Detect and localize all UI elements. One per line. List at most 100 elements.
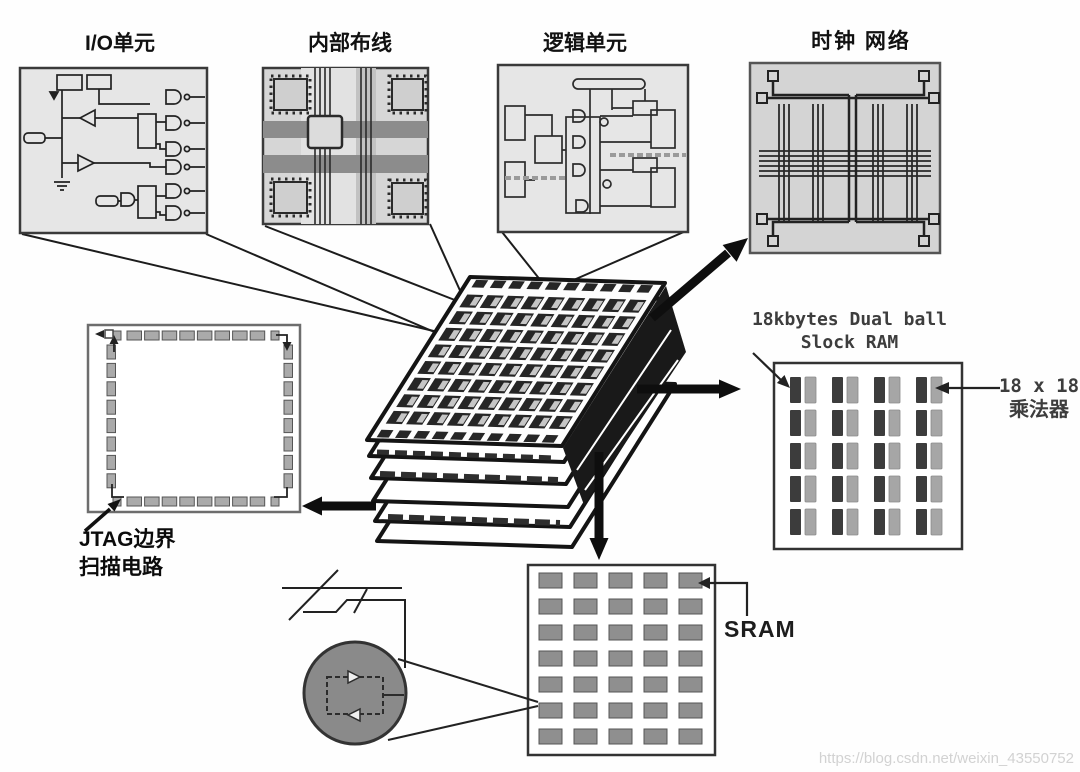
cell (448, 330, 460, 339)
cell (832, 410, 843, 436)
cell (874, 443, 885, 469)
cell (570, 367, 582, 377)
chip-cell-grid (376, 279, 654, 443)
cell (538, 676, 563, 693)
callout-lines (21, 223, 687, 335)
cell (478, 348, 491, 357)
cell (270, 496, 280, 507)
cell (126, 496, 142, 507)
cell (573, 702, 598, 719)
cell (541, 434, 559, 443)
cell (106, 436, 116, 452)
cell (643, 702, 668, 719)
cell (394, 430, 412, 439)
logic-unit-box (496, 63, 690, 234)
cell (457, 381, 470, 390)
cell (283, 399, 293, 415)
cell (608, 650, 633, 667)
cell (508, 280, 525, 289)
cell (591, 334, 603, 344)
cell (888, 475, 901, 503)
cell (832, 476, 843, 502)
label-block-ram-line1: 18kbytes Dual ball (751, 309, 948, 330)
cell (413, 430, 431, 439)
cell (678, 624, 703, 641)
cell (790, 443, 801, 469)
label-multiplier: 18 x 18 乘法器 (993, 374, 1080, 422)
cell (538, 572, 563, 589)
cell (571, 300, 583, 309)
cell (790, 377, 801, 403)
cell (930, 475, 943, 503)
cell (632, 301, 644, 311)
cell (916, 509, 927, 535)
cell (437, 380, 449, 390)
cell (144, 330, 160, 341)
cell (539, 383, 551, 393)
cell (508, 399, 520, 409)
cell (643, 650, 668, 667)
cell (520, 315, 532, 325)
cell (888, 508, 901, 536)
cell (106, 344, 116, 360)
cell (539, 349, 552, 359)
cell (249, 330, 266, 341)
cell (509, 365, 521, 375)
cell (643, 728, 668, 745)
cell (581, 317, 593, 326)
cell (846, 475, 859, 503)
cell (519, 349, 531, 358)
cell (804, 475, 817, 503)
cell (488, 399, 500, 408)
label-logic-unit: 逻辑单元 (543, 32, 627, 55)
cell (106, 454, 116, 470)
cell (478, 381, 490, 391)
cell (790, 509, 801, 535)
cell (471, 279, 489, 288)
cell (161, 496, 178, 507)
cell (846, 409, 859, 437)
cell (888, 442, 901, 470)
flow-arrows (302, 238, 748, 560)
cell (538, 702, 563, 719)
cell (573, 598, 598, 615)
corner-chips (269, 74, 428, 219)
clock-traces (767, 80, 931, 236)
cell (283, 418, 293, 434)
internal-routing-box (261, 66, 430, 226)
clock-pads (756, 70, 940, 247)
cell (550, 333, 562, 342)
cell (518, 417, 530, 426)
clock-network-box (748, 61, 942, 255)
block-ram-cells (790, 376, 943, 536)
cell (636, 284, 654, 293)
block-ram-box (752, 352, 1000, 551)
cell (618, 284, 635, 293)
label-block-ram: 18kbytes Dual ball Slock RAM (742, 308, 957, 354)
label-multiplier-line2: 乘法器 (1009, 399, 1069, 421)
cell (509, 332, 522, 341)
cell (283, 454, 293, 470)
buffer-right-icon (347, 669, 362, 685)
cell (427, 363, 439, 373)
cell (608, 702, 633, 719)
cell (489, 331, 501, 341)
cell (608, 676, 633, 693)
switch-matrix-chip (306, 114, 344, 150)
cell (467, 398, 480, 408)
magnifier-circle (302, 640, 408, 746)
jtag-box (83, 323, 302, 533)
cell (447, 397, 459, 407)
cell (916, 377, 927, 403)
cell (608, 624, 633, 641)
cell (526, 281, 544, 290)
cell (196, 496, 213, 507)
cell (678, 598, 703, 615)
cell (468, 330, 481, 340)
cell (678, 728, 703, 745)
cell (540, 316, 552, 325)
stack-right-edge (563, 286, 686, 505)
cell (498, 382, 510, 392)
cell (538, 624, 563, 641)
label-io-unit: I/O单元 (84, 32, 155, 55)
